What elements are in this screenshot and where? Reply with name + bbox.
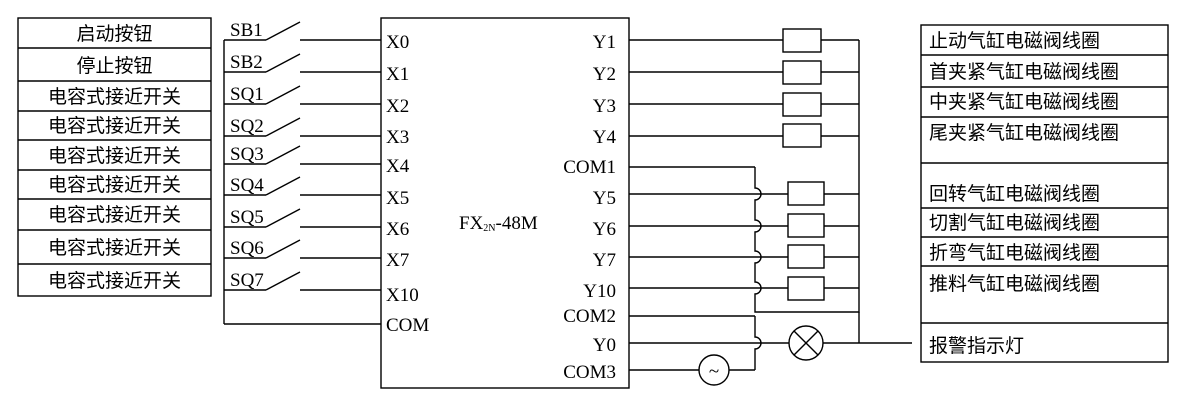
switch-label-sq2: SQ2 [230, 116, 264, 137]
left-label-proximity-3: 电容式接近开关 [48, 145, 181, 167]
left-label-proximity-1: 电容式接近开关 [48, 86, 181, 108]
output-terminal-com2: COM2 [563, 306, 616, 327]
switch-label-sb1: SB1 [230, 20, 263, 41]
output-terminal-y0: Y0 [593, 335, 616, 356]
right-label-table: 止动气缸电磁阀线圈 首夹紧气缸电磁阀线圈 中夹紧气缸电磁阀线圈 尾夹紧气缸电磁阀… [920, 24, 1169, 363]
plc-body [380, 17, 630, 389]
input-terminal-x2: X2 [386, 96, 409, 117]
coil-y7 [787, 244, 825, 269]
switch-label-sq7: SQ7 [230, 270, 264, 291]
coil-y4 [782, 123, 822, 148]
left-label-start-button: 启动按钮 [76, 23, 152, 45]
right-label-tail-clamp: 尾夹紧气缸电磁阀线圈 [929, 122, 1119, 144]
input-terminal-com: COM [386, 315, 429, 336]
right-label-alarm-lamp: 报警指示灯 [929, 335, 1024, 357]
input-common-bus [223, 40, 381, 325]
left-label-proximity-5: 电容式接近开关 [48, 204, 181, 226]
switch-label-sq4: SQ4 [230, 175, 264, 196]
switch-label-sq5: SQ5 [230, 207, 264, 228]
output-terminal-y5: Y5 [593, 188, 616, 209]
right-label-stop-cylinder: 止动气缸电磁阀线圈 [929, 30, 1100, 52]
input-terminal-x1: X1 [386, 64, 409, 85]
output-terminal-com1: COM1 [563, 157, 616, 178]
switch-label-sq1: SQ1 [230, 84, 264, 105]
right-label-middle-clamp: 中夹紧气缸电磁阀线圈 [929, 91, 1119, 113]
right-label-bending-cylinder: 折弯气缸电磁阀线圈 [929, 242, 1100, 264]
coil-y10 [787, 276, 825, 301]
com1-return-path [629, 40, 860, 313]
coil-y6 [787, 213, 825, 238]
plc-model-suffix: -48M [496, 213, 538, 234]
switch-label-sq6: SQ6 [230, 238, 264, 259]
input-terminal-x7: X7 [386, 250, 409, 271]
coil-y3 [782, 92, 822, 117]
input-terminal-x4: X4 [386, 156, 410, 177]
coil-y1 [782, 28, 822, 53]
output-terminal-y6: Y6 [593, 219, 616, 240]
left-label-proximity-7: 电容式接近开关 [48, 270, 181, 292]
right-label-cutting-cylinder: 切割气缸电磁阀线圈 [929, 212, 1100, 234]
output-terminal-y10: Y10 [583, 281, 616, 302]
plc-block: X0 X1 X2 X3 X4 X5 X6 X7 X10 COM FX2N-48M… [380, 17, 630, 389]
alarm-lamp-circuit: ~ [629, 312, 912, 386]
right-table-border [920, 24, 1169, 363]
input-terminal-x10: X10 [386, 285, 419, 306]
input-terminal-x6: X6 [386, 219, 409, 240]
output-terminal-y4: Y4 [593, 127, 617, 148]
coil-y5 [787, 181, 825, 206]
plc-model-label: FX2N-48M [459, 213, 538, 234]
plc-model-main: FX [459, 213, 484, 234]
left-table-border [17, 17, 212, 297]
switch-label-sb2: SB2 [230, 52, 263, 73]
left-label-proximity-4: 电容式接近开关 [48, 174, 181, 196]
input-terminal-x5: X5 [386, 188, 409, 209]
output-terminal-com3: COM3 [563, 362, 616, 383]
left-label-proximity-6: 电容式接近开关 [48, 237, 181, 259]
left-label-stop-button: 停止按钮 [76, 55, 152, 77]
plc-model-sub: 2N [483, 223, 495, 234]
switch-label-sq3: SQ3 [230, 144, 264, 165]
input-switches: SB1 SB2 SQ1 SQ2 SQ3 SQ4 SQ5 SQ6 [224, 20, 381, 291]
output-terminal-y7: Y7 [593, 250, 616, 271]
input-terminal-x0: X0 [386, 32, 409, 53]
output-wiring-group-1 [629, 28, 859, 148]
output-wiring-group-2 [629, 181, 859, 301]
output-terminal-y1: Y1 [593, 32, 616, 53]
right-label-rotary-cylinder: 回转气缸电磁阀线圈 [929, 183, 1100, 205]
right-label-head-clamp: 首夹紧气缸电磁阀线圈 [929, 61, 1119, 83]
left-label-proximity-2: 电容式接近开关 [48, 115, 181, 137]
output-terminal-y3: Y3 [593, 96, 616, 117]
left-label-table: 启动按钮 停止按钮 电容式接近开关 电容式接近开关 电容式接近开关 电容式接近开… [17, 17, 212, 297]
coil-y2 [782, 60, 822, 85]
right-label-pushing-cylinder: 推料气缸电磁阀线圈 [929, 273, 1100, 295]
output-terminal-y2: Y2 [593, 64, 616, 85]
ac-source-glyph: ~ [709, 361, 719, 382]
input-terminal-x3: X3 [386, 127, 409, 148]
